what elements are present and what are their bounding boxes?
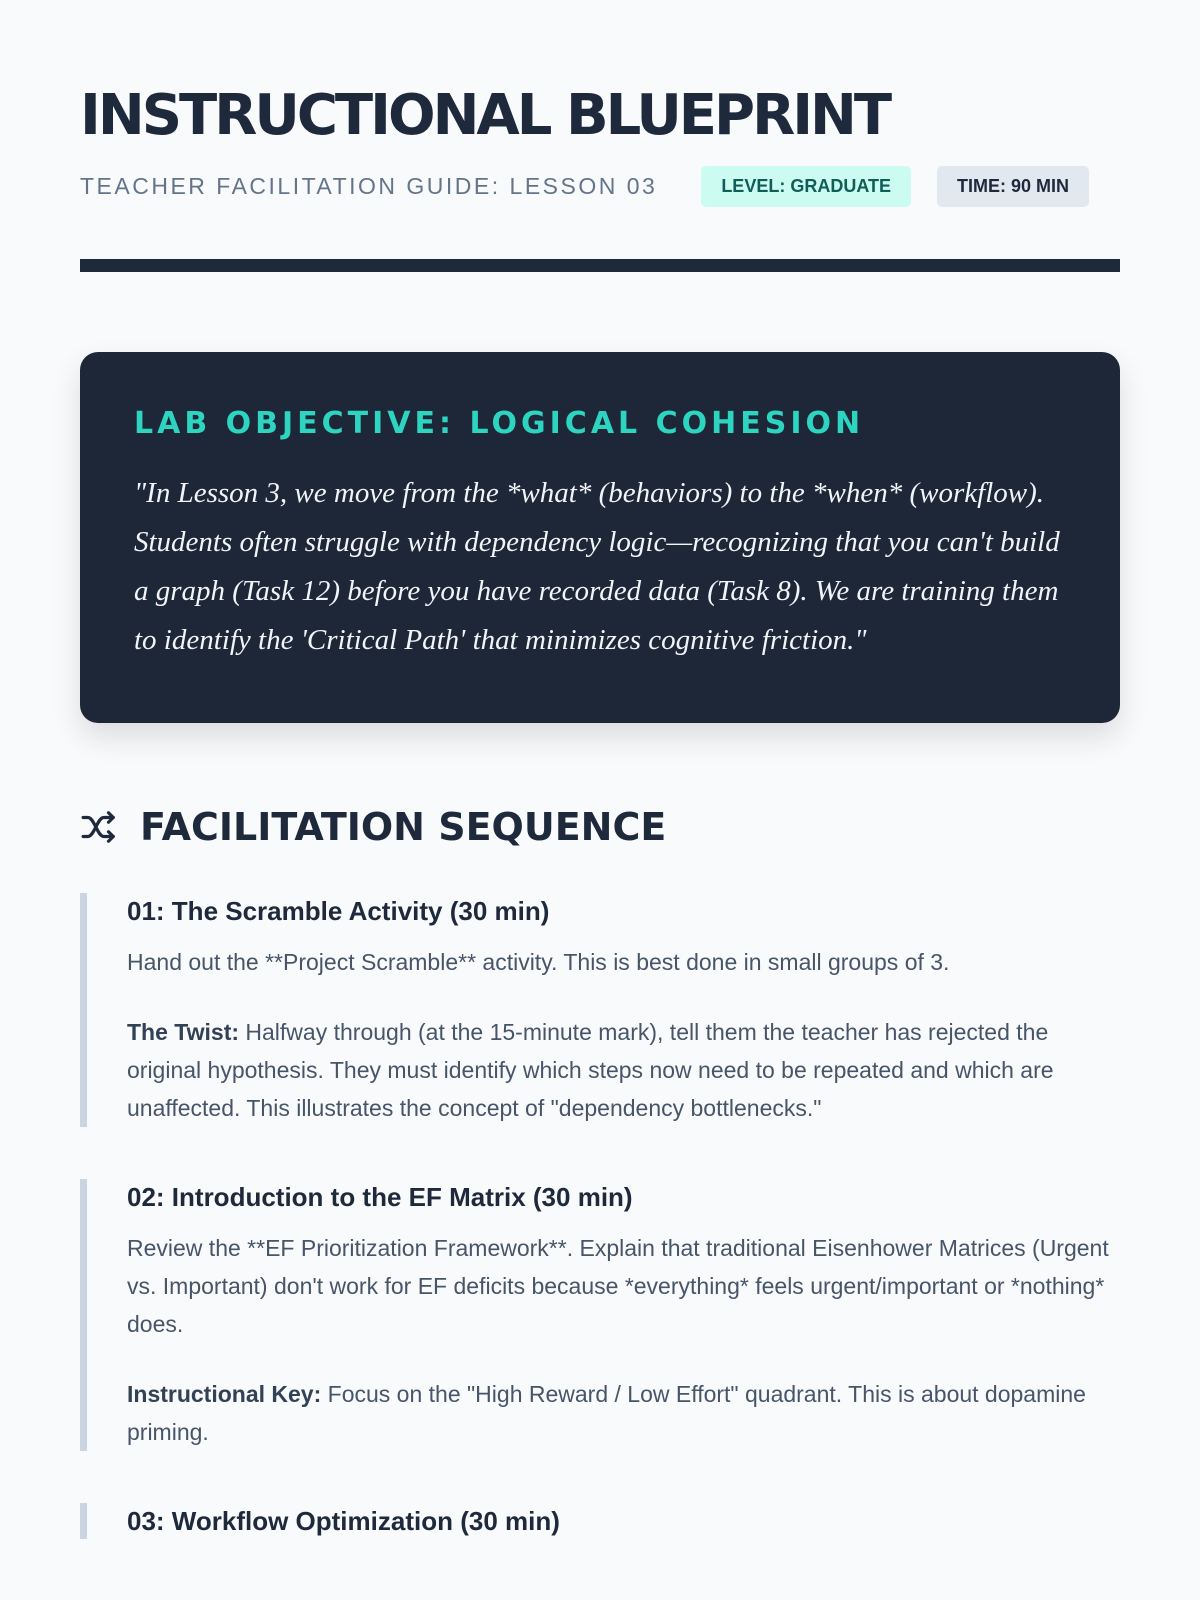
meta-row: TEACHER FACILITATION GUIDE: LESSON 03 LE…: [80, 166, 1120, 207]
section-header: FACILITATION SEQUENCE: [80, 805, 1120, 849]
step-key: Instructional Key: Focus on the "High Re…: [127, 1375, 1120, 1451]
step-title: 01: The Scramble Activity (30 min): [127, 896, 550, 926]
step-title: 03: Workflow Optimization (30 min): [127, 1506, 560, 1536]
objective-card: LAB OBJECTIVE: LOGICAL COHESION "In Less…: [80, 352, 1120, 723]
step-3: 03: Workflow Optimization (30 min): [80, 1503, 1120, 1539]
step-title: 02: Introduction to the EF Matrix (30 mi…: [127, 1182, 633, 1212]
key-label: Instructional Key:: [127, 1381, 322, 1407]
section-title: FACILITATION SEQUENCE: [140, 805, 667, 849]
step-text: Review the **EF Prioritization Framework…: [127, 1235, 1109, 1337]
divider: [80, 259, 1120, 272]
shuffle-icon: [81, 811, 115, 843]
objective-quote: "In Lesson 3, we move from the *what* (b…: [134, 477, 1060, 656]
step-text: Hand out the **Project Scramble** activi…: [127, 949, 950, 975]
key-text: Focus on the "High Reward / Low Effort" …: [127, 1381, 1086, 1445]
key-text: Halfway through (at the 15-minute mark),…: [127, 1019, 1054, 1121]
key-label: The Twist:: [127, 1019, 240, 1045]
level-badge: LEVEL: GRADUATE: [701, 166, 911, 207]
step-2: 02: Introduction to the EF Matrix (30 mi…: [80, 1179, 1120, 1451]
step-key: The Twist: Halfway through (at the 15-mi…: [127, 1013, 1120, 1127]
page-title: INSTRUCTIONAL BLUEPRINT: [80, 83, 892, 148]
objective-title: LAB OBJECTIVE: LOGICAL COHESION: [134, 406, 865, 441]
step-1: 01: The Scramble Activity (30 min) Hand …: [80, 893, 1120, 1127]
subtitle: TEACHER FACILITATION GUIDE: LESSON 03: [80, 173, 658, 199]
time-badge: TIME: 90 MIN: [936, 166, 1089, 207]
